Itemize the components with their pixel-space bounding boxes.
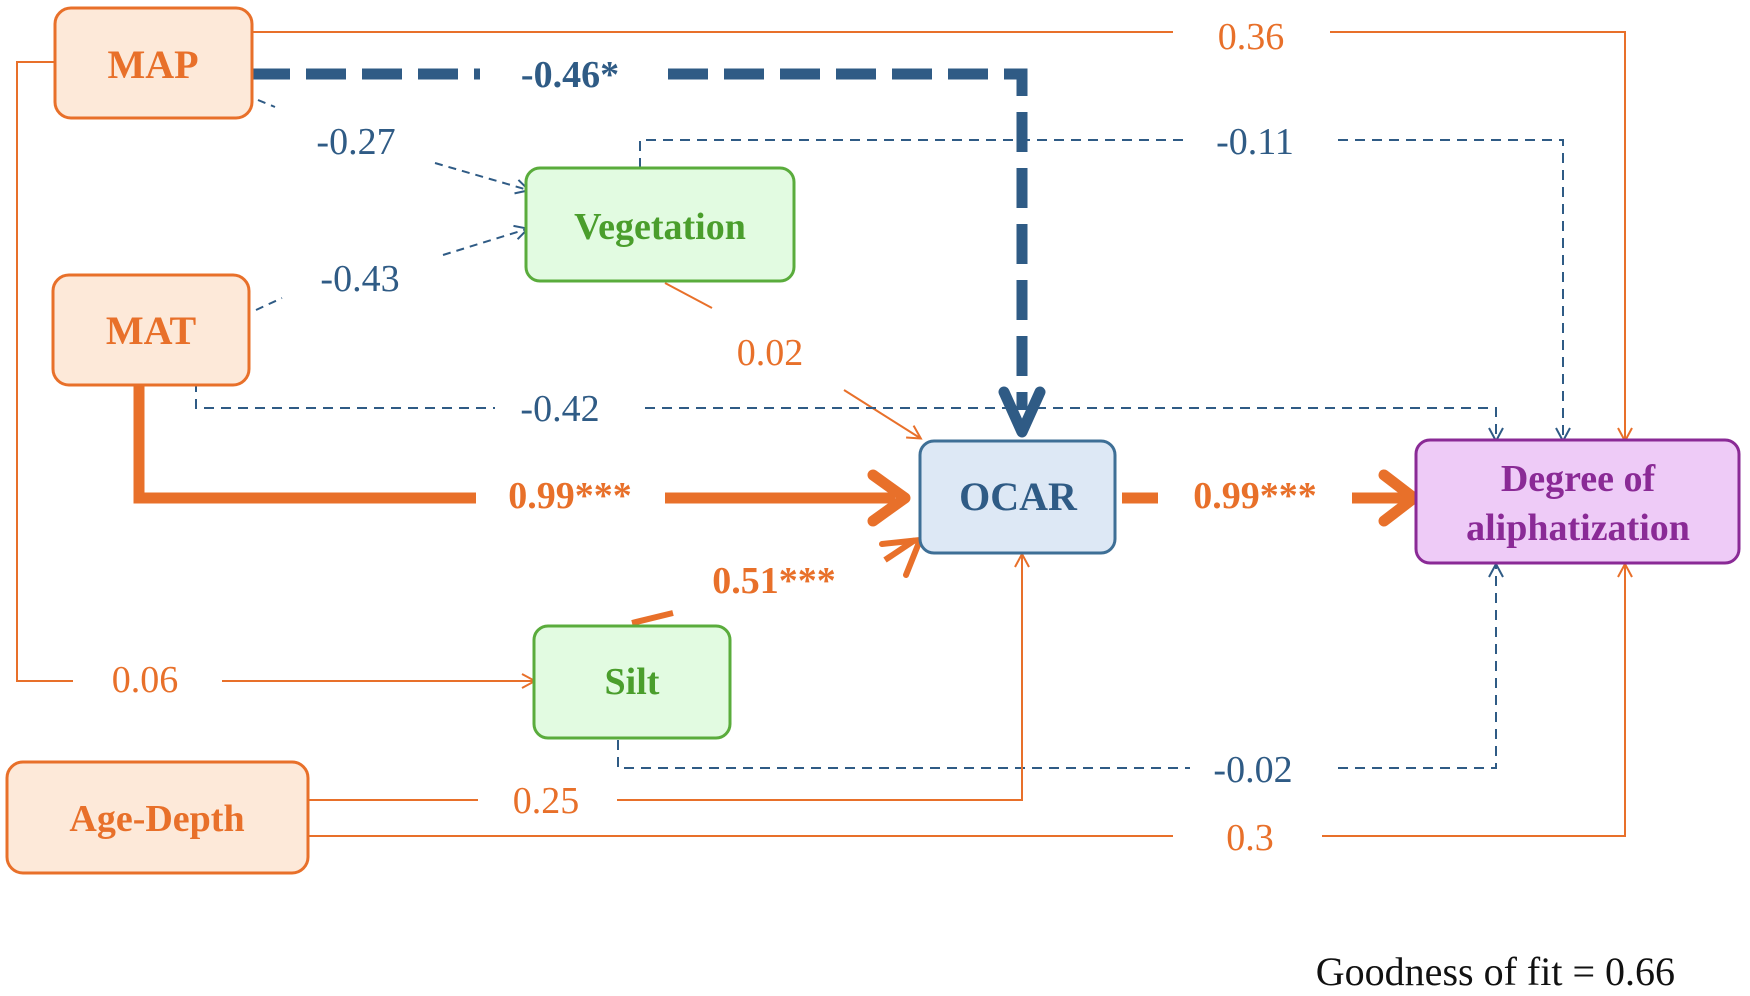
node-vegetation-label: Vegetation xyxy=(574,206,746,248)
path-ocar-degree xyxy=(1122,469,1420,527)
node-ocar: OCAR xyxy=(918,439,1117,555)
goodness-of-fit-label: Goodness of fit = 0.66 xyxy=(1316,949,1675,994)
coef-mat-ocar: 0.99*** xyxy=(508,475,632,517)
path-map-degree xyxy=(250,31,1625,440)
coef-map-vegetation: -0.27 xyxy=(316,121,395,163)
coef-age-degree: 0.3 xyxy=(1226,817,1274,859)
coef-vegetation-ocar: 0.02 xyxy=(737,332,804,374)
node-silt-label: Silt xyxy=(605,661,660,703)
node-mat: MAT xyxy=(51,273,251,387)
path-vegetation-degree xyxy=(639,139,1563,440)
path-mat-vegetation xyxy=(255,229,527,311)
node-map: MAP xyxy=(53,6,254,120)
coef-silt-degree: -0.02 xyxy=(1213,749,1292,791)
node-age-depth-label: Age-Depth xyxy=(69,798,244,840)
path-vegetation-ocar xyxy=(664,282,920,438)
path-map-vegetation xyxy=(257,99,528,190)
path-age-ocar xyxy=(308,555,1022,801)
path-map-ocar xyxy=(250,68,1046,438)
path-silt-degree xyxy=(617,565,1496,769)
node-ocar-label: OCAR xyxy=(959,474,1078,519)
node-map-label: MAP xyxy=(107,42,198,87)
coef-map-ocar: -0.46* xyxy=(521,54,619,96)
coef-ocar-degree: 0.99*** xyxy=(1193,475,1317,517)
coef-mat-vegetation: -0.43 xyxy=(320,258,399,300)
path-mat-ocar xyxy=(133,385,911,527)
path-age-degree xyxy=(308,565,1625,837)
coef-vegetation-degree: -0.11 xyxy=(1216,121,1294,163)
coef-mat-degree: -0.42 xyxy=(520,388,599,430)
node-degree-label-line2: aliphatization xyxy=(1466,507,1690,549)
node-degree-label-line1: Degree of xyxy=(1501,458,1657,500)
node-vegetation: Vegetation xyxy=(524,166,796,283)
node-mat-label: MAT xyxy=(106,308,197,353)
node-age-depth: Age-Depth xyxy=(5,760,310,875)
coef-silt-ocar: 0.51*** xyxy=(712,560,836,602)
path-mat-degree xyxy=(195,382,1496,440)
path-map-silt xyxy=(16,61,534,681)
node-degree-of-aliphatization: Degree of aliphatization xyxy=(1414,438,1741,565)
coef-age-ocar: 0.25 xyxy=(513,780,580,822)
node-silt: Silt xyxy=(532,624,732,740)
coef-map-degree: 0.36 xyxy=(1218,16,1285,58)
coef-map-silt: 0.06 xyxy=(112,659,179,701)
